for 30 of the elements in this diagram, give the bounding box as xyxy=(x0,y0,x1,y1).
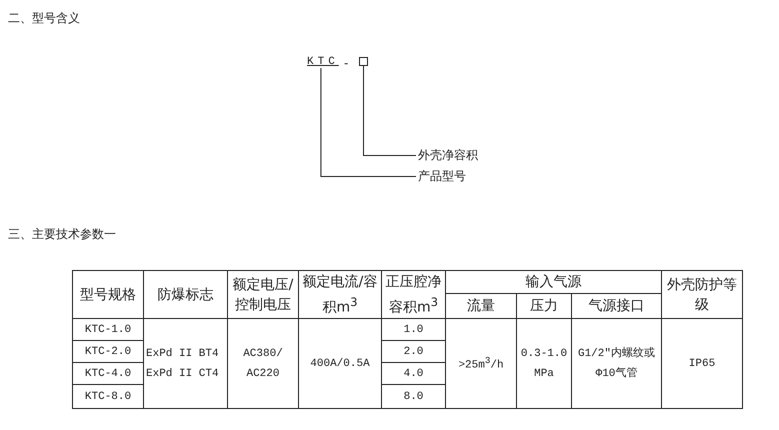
table-cell: AC380/ AC220 xyxy=(228,318,298,408)
hyphen: - xyxy=(344,56,348,70)
model-code: KTC xyxy=(307,56,339,68)
table-cell: IP65 xyxy=(662,318,742,408)
table-cell: ExPd II BT4 ExPd II CT4 xyxy=(144,318,228,408)
column-header: 额定电压/控制电压 xyxy=(228,270,298,318)
table-cell: KTC-4.0 xyxy=(72,362,144,384)
table-cell: KTC-8.0 xyxy=(72,384,144,408)
section-heading: 三、主要技术参数一 xyxy=(8,226,116,243)
placeholder-square xyxy=(359,57,368,66)
leader-text: 外壳净容积 xyxy=(418,147,478,164)
leader-line xyxy=(320,68,416,177)
table-cell: G1/2″内螺纹或Φ10气管 xyxy=(572,318,662,408)
column-header: 正压腔净容积m$^{3}$ xyxy=(382,270,446,318)
leader-text: 产品型号 xyxy=(418,168,466,185)
table-cell: 1.0 xyxy=(382,318,446,340)
table-cell: KTC-2.0 xyxy=(72,340,144,362)
table-cell: KTC-1.0 xyxy=(72,318,144,340)
column-header: 额定电流/容积m$^{3}$ xyxy=(298,270,382,318)
column-header: 防爆标志 xyxy=(144,270,228,318)
column-header: 压力 xyxy=(516,294,572,318)
column-header: 型号规格 xyxy=(72,270,144,318)
column-header: 流量 xyxy=(446,294,516,318)
table-cell: 400A/0.5A xyxy=(298,318,382,408)
leader-line xyxy=(363,66,416,156)
column-header: 输入气源 xyxy=(446,270,662,294)
table-cell: >25m$^{3}$/h xyxy=(446,318,516,408)
column-header: 外壳防护等级 xyxy=(662,270,742,318)
table-cell: 0.3-1.0 MPa xyxy=(516,318,572,408)
section-heading: 二、型号含义 xyxy=(8,10,80,27)
